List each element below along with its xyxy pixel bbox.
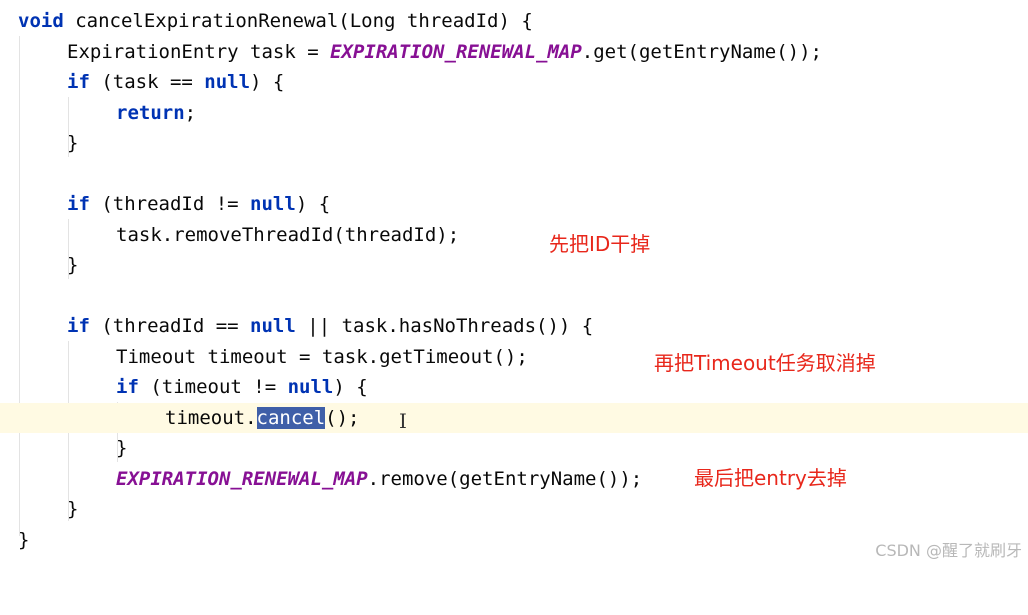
- keyword: void: [18, 10, 64, 32]
- code-text: || task.hasNoThreads()) {: [295, 315, 594, 337]
- selected-text[interactable]: cancel: [256, 407, 326, 429]
- code-text: ExpirationEntry task =: [67, 41, 331, 63]
- code-text: }: [67, 132, 79, 154]
- keyword: null: [287, 376, 334, 398]
- keyword: null: [250, 315, 296, 337]
- indent-guide: [68, 97, 69, 157]
- code-text: }: [67, 498, 79, 520]
- code-editor[interactable]: void cancelExpirationRenewal(Long thread…: [0, 0, 1028, 569]
- keyword: null: [250, 193, 296, 215]
- code-line-2: ExpirationEntry task = EXPIRATION_RENEWA…: [0, 37, 1028, 67]
- code-line-9: }: [0, 250, 1028, 280]
- keyword: if: [67, 71, 90, 93]
- text-cursor-icon: I: [399, 409, 407, 433]
- annotation-cancel-timeout: 再把Timeout任务取消掉: [654, 351, 876, 375]
- keyword: return: [116, 102, 185, 124]
- code-line-4: return;: [0, 98, 1028, 128]
- keyword: if: [67, 315, 90, 337]
- code-line-7: if (threadId != null) {: [0, 189, 1028, 219]
- code-line-11: if (threadId == null || task.hasNoThread…: [0, 311, 1028, 341]
- code-text: .get(getEntryName());: [581, 41, 822, 63]
- code-text: ) {: [333, 376, 368, 398]
- constant: EXPIRATION_RENEWAL_MAP: [330, 41, 582, 63]
- keyword: if: [116, 376, 139, 398]
- code-text: ();: [325, 407, 360, 429]
- code-text: ) {: [250, 71, 285, 93]
- code-text: ;: [184, 102, 197, 124]
- code-text: }: [18, 529, 30, 551]
- indent-guide: [19, 36, 20, 536]
- code-text: (threadId ==: [89, 315, 251, 337]
- code-text: (task ==: [89, 71, 205, 93]
- code-line-18: }: [0, 525, 1028, 555]
- annotation-remove-id: 先把ID干掉: [549, 232, 651, 256]
- code-line-3: if (task == null) {: [0, 67, 1028, 97]
- code-text: (threadId !=: [89, 193, 251, 215]
- code-text: cancelExpirationRenewal(Long threadId) {: [63, 10, 533, 32]
- code-line-1: void cancelExpirationRenewal(Long thread…: [0, 6, 1028, 36]
- code-line-12: Timeout timeout = task.getTimeout();: [0, 342, 1028, 372]
- code-text: (timeout !=: [138, 376, 288, 398]
- keyword: if: [67, 193, 90, 215]
- code-text: task.removeThreadId(threadId);: [116, 224, 460, 246]
- constant: EXPIRATION_RENEWAL_MAP: [116, 468, 368, 490]
- code-text: timeout.: [165, 407, 257, 429]
- annotation-remove-entry: 最后把entry去掉: [694, 466, 847, 490]
- code-line-16: EXPIRATION_RENEWAL_MAP.remove(getEntryNa…: [0, 464, 1028, 494]
- code-text: ) {: [295, 193, 331, 215]
- watermark: CSDN @醒了就刷牙: [875, 541, 1022, 560]
- code-line-14-current: timeout.cancel();: [0, 403, 1028, 433]
- code-line-15: }: [0, 433, 1028, 463]
- code-line-13: if (timeout != null) {: [0, 372, 1028, 402]
- code-line-17: }: [0, 494, 1028, 524]
- code-text: }: [67, 254, 79, 276]
- keyword: null: [204, 71, 251, 93]
- code-text: .remove(getEntryName());: [367, 468, 643, 490]
- code-line-8: task.removeThreadId(threadId);: [0, 220, 1028, 250]
- code-line-5: }: [0, 128, 1028, 158]
- code-text: Timeout timeout = task.getTimeout();: [116, 346, 528, 368]
- indent-guide: [68, 219, 69, 279]
- code-text: }: [116, 437, 128, 459]
